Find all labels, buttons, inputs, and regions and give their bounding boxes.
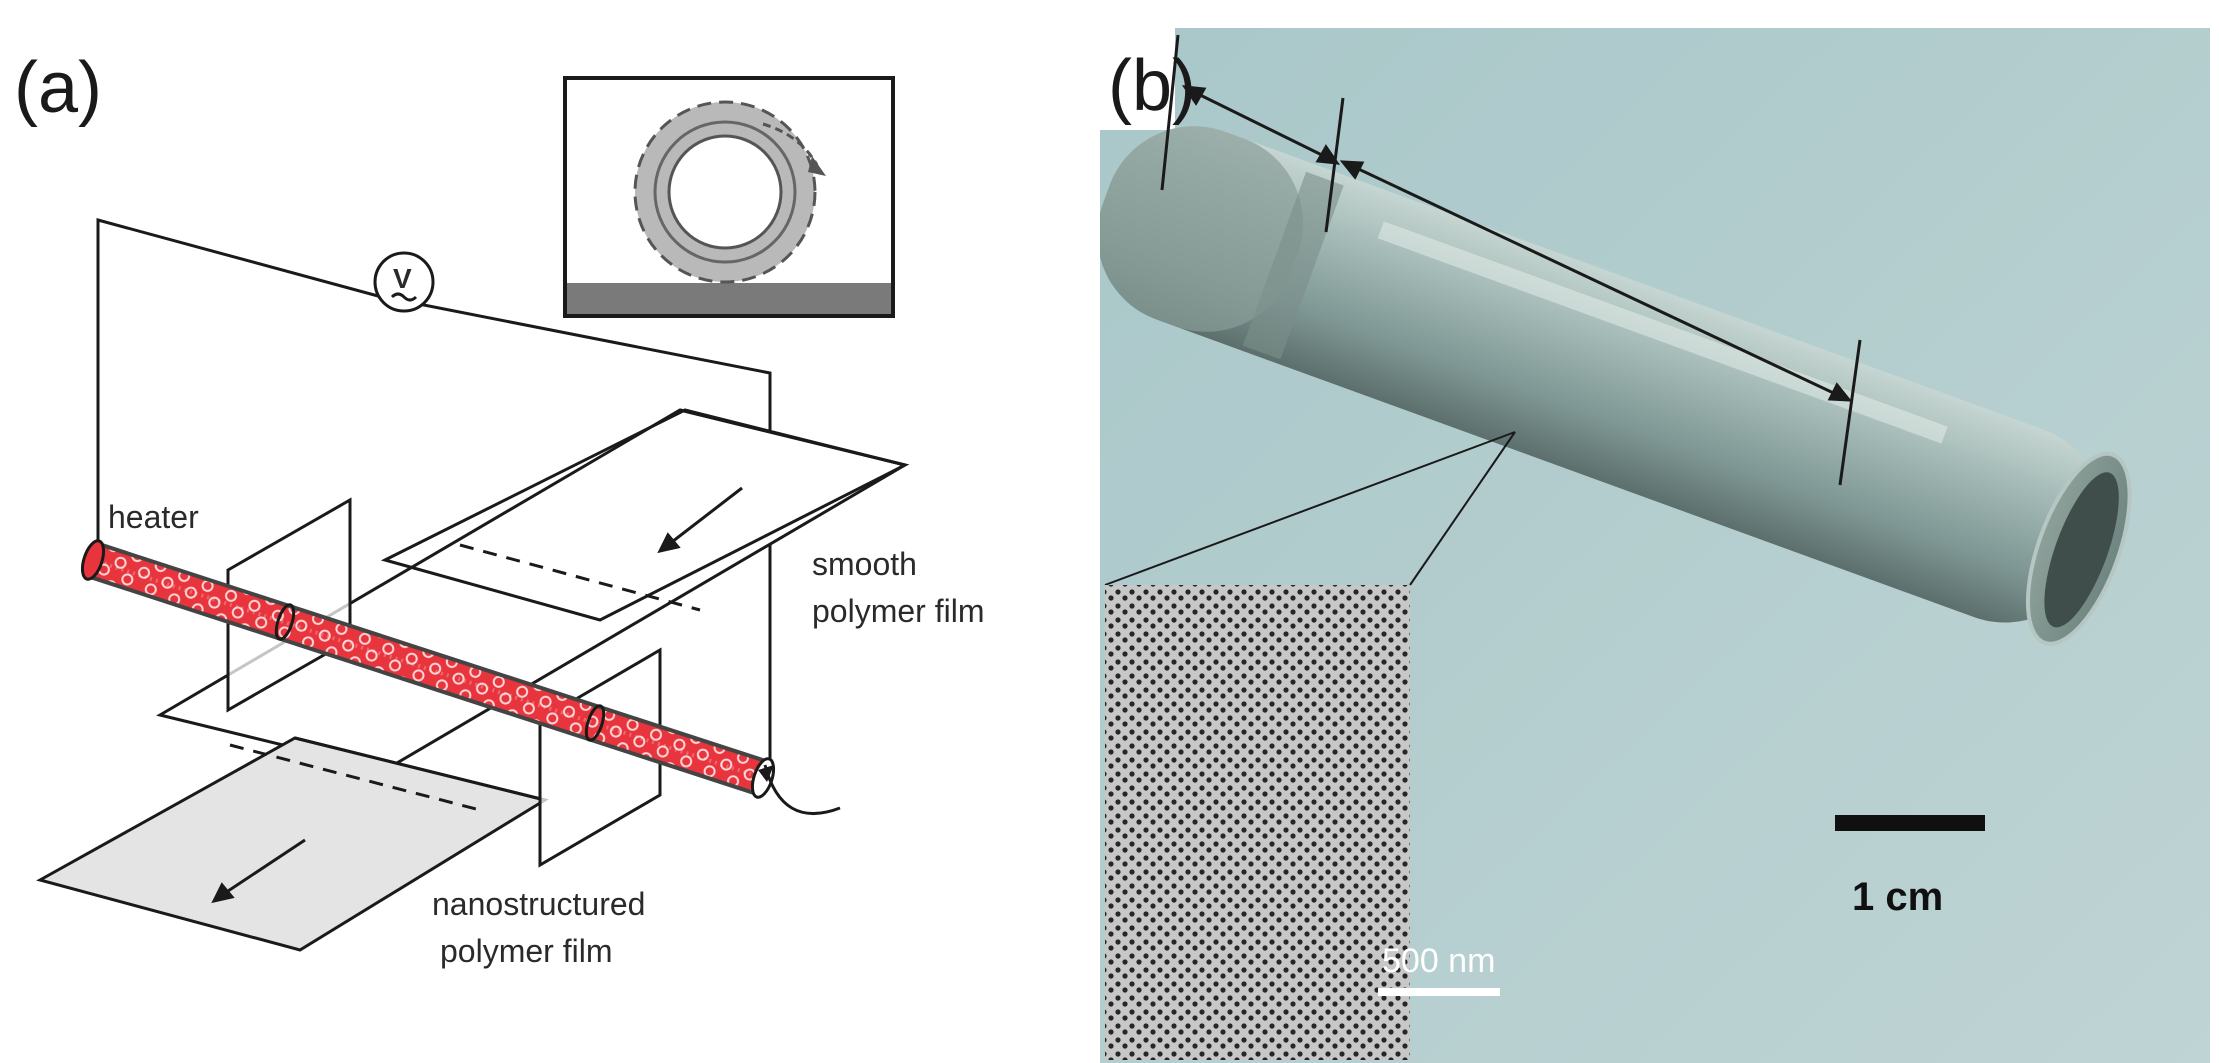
panel-label-b: (b) — [1108, 46, 1196, 126]
roll-imprint-schematic: (a) V — [14, 48, 984, 969]
scale-bar-label: 1 cm — [1852, 875, 1943, 919]
voltage-symbol: V — [393, 263, 412, 294]
smooth-film-label-line1: smooth — [812, 546, 917, 582]
nano-film-label-line1: nanostructured — [432, 886, 645, 922]
heater-label: heater — [108, 499, 199, 535]
rod-rotation-arrow-icon — [763, 764, 841, 816]
metal-tube — [1100, 126, 2132, 646]
tube-photo: (b) — [1100, 0, 2210, 1063]
rotation-arrow-icon — [762, 122, 819, 166]
sem-scale-bar — [1378, 988, 1500, 996]
inset-gear-box — [563, 76, 895, 318]
sem-scale-label: 500 nm — [1382, 942, 1495, 980]
sem-callout-lines — [1104, 431, 1516, 586]
panel-a-schematic: (a) V — [0, 0, 1070, 1063]
sem-inset: 500 nm — [1105, 585, 1500, 1060]
dimension-arrows — [1160, 34, 1862, 486]
smooth-film-label-line2: polymer film — [812, 593, 984, 629]
voltage-source-icon — [373, 251, 435, 313]
gear-icon — [633, 100, 817, 284]
panel-label-a: (a) — [14, 48, 102, 128]
scale-bar: 1 cm — [1835, 815, 1985, 919]
film-top-plane — [380, 408, 910, 622]
panel-b-photo: (b) — [1100, 0, 2219, 1063]
nano-film-label-line2: polymer film — [440, 933, 612, 969]
film-direction-arrows — [211, 486, 743, 904]
